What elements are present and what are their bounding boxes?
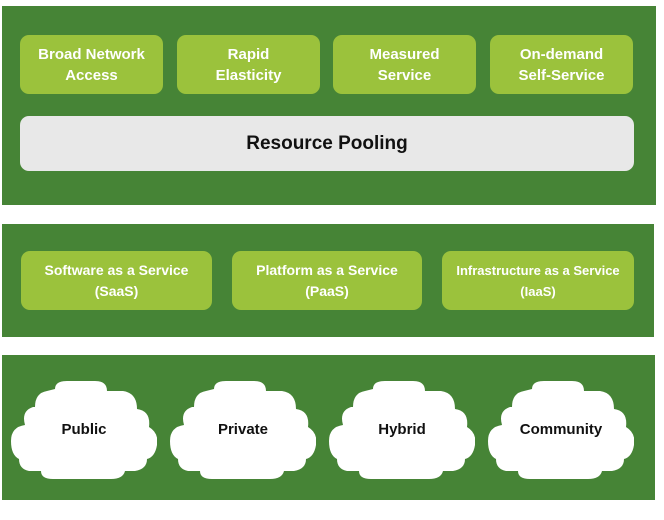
- hybrid-cloud: Hybrid: [329, 381, 475, 479]
- resource-pooling-bar: Resource Pooling: [20, 116, 634, 171]
- deployment-models-panel: Public Private Hybrid Community: [2, 355, 655, 500]
- cloud-label: Community: [519, 421, 603, 438]
- cloud-label: Hybrid: [378, 421, 426, 438]
- service-models-panel: Software as a Service (SaaS) Platform as …: [2, 224, 654, 337]
- box-label-line2: (SaaS): [94, 282, 139, 299]
- box-label-line2: Access: [65, 66, 118, 84]
- box-label-line2: (IaaS): [520, 283, 556, 299]
- paas-box: Platform as a Service (PaaS): [232, 251, 422, 310]
- cloud-icon: [329, 381, 475, 479]
- box-label-line2: Self-Service: [518, 66, 605, 84]
- cloud-icon: [488, 381, 634, 479]
- box-label-line1: Infrastructure as a Service: [456, 262, 620, 278]
- community-cloud: Community: [488, 381, 634, 479]
- private-cloud: Private: [170, 381, 316, 479]
- cloud-icon: [11, 381, 157, 479]
- saas-box: Software as a Service (SaaS): [21, 251, 212, 310]
- box-label-line1: Rapid: [227, 45, 270, 63]
- iaas-box: Infrastructure as a Service (IaaS): [442, 251, 634, 310]
- box-label-line1: Broad Network: [38, 45, 145, 63]
- cloud-label: Private: [217, 421, 269, 438]
- box-label-line1: Platform as a Service: [256, 261, 398, 278]
- box-label-line1: Measured: [369, 45, 440, 63]
- box-label-line2: Service: [377, 66, 432, 84]
- box-label-line2: (PaaS): [305, 282, 349, 299]
- cloud-label: Public: [61, 421, 107, 438]
- box-label-line2: Elasticity: [215, 66, 282, 84]
- cloud-icon: [170, 381, 316, 479]
- box-label-line1: On-demand: [519, 45, 604, 63]
- box-label-line1: Software as a Service: [44, 261, 189, 278]
- public-cloud: Public: [11, 381, 157, 479]
